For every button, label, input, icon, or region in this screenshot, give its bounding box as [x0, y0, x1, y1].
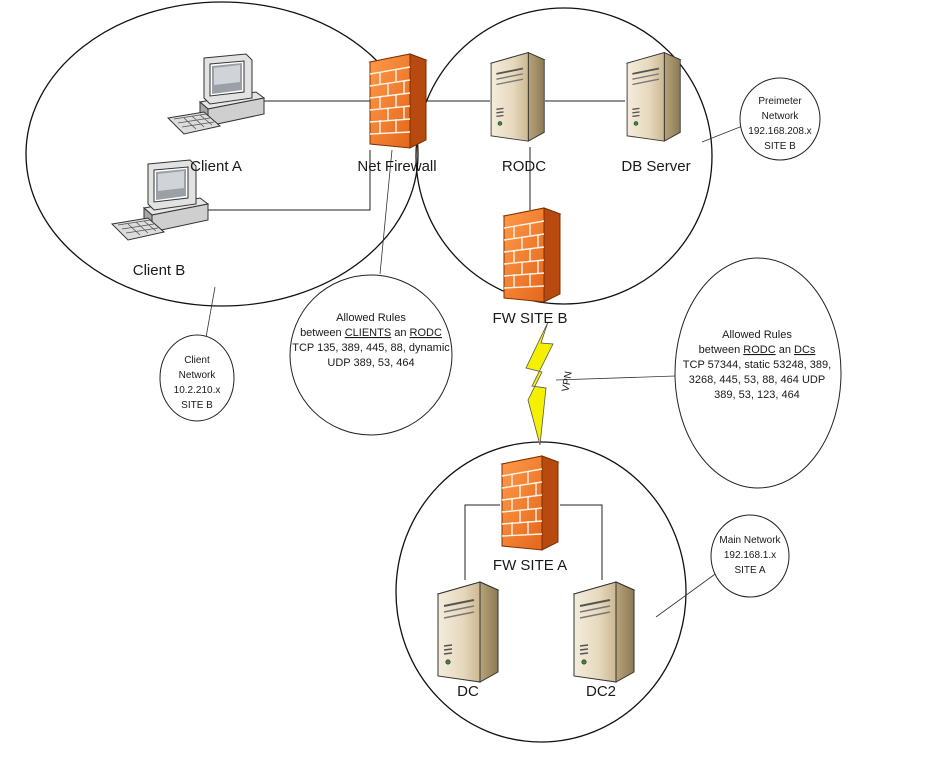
link-clientb-firewall	[208, 150, 371, 211]
client-network-text: Client Network 10.2.210.x SITE B	[174, 355, 221, 411]
main-network-text: Main Network 192.168.1.x SITE A	[719, 535, 781, 576]
dc2-server-icon[interactable]	[573, 581, 635, 683]
perimeter-network-text: Preimeter Network 192.168.208.x SITE B	[748, 96, 811, 152]
perimeter-line-1: Preimeter	[758, 96, 802, 107]
dc-rules-line-3: 389, 53, 123, 464	[714, 389, 800, 401]
dc-rules-line-2: 3268, 445, 53, 88, 464 UDP	[689, 374, 825, 386]
dc-label: DC	[457, 683, 479, 700]
dc2-label: DC2	[586, 683, 616, 700]
perimeter-line-2: Network	[762, 111, 800, 122]
callout-pointers	[204, 124, 746, 618]
vpn-lightning-icon	[525, 321, 554, 446]
main-net-line-3: SITE A	[734, 565, 765, 576]
pointer-clients-rules	[379, 149, 393, 275]
client-zone-circle	[25, 1, 419, 307]
fw-site-b-icon[interactable]	[503, 207, 561, 303]
pointer-main-network	[655, 571, 719, 618]
site-b-zone-circle	[415, 7, 713, 305]
pointer-dc-rules	[555, 375, 676, 381]
perimeter-network-callout	[739, 77, 821, 161]
client-net-line-3: 10.2.210.x	[174, 385, 221, 396]
main-network-callout	[710, 514, 790, 598]
link-fwsitea-dc2	[560, 504, 603, 580]
clients-rules-between: between CLIENTS an RODC	[300, 327, 442, 339]
rodc-label: RODC	[502, 158, 546, 175]
client-a-label: Client A	[190, 158, 242, 175]
dc-server-icon[interactable]	[437, 581, 499, 683]
db-server-icon[interactable]	[626, 51, 682, 143]
connection-lines	[208, 100, 625, 580]
client-net-line-1: Client	[184, 355, 210, 366]
site-a-zone-circle	[395, 441, 687, 743]
net-firewall-icon[interactable]	[369, 53, 427, 149]
dc-rules-title: Allowed Rules	[722, 329, 792, 341]
rodc-server-icon[interactable]	[490, 51, 546, 143]
fw-site-a-icon[interactable]	[501, 455, 559, 551]
client-net-line-4: SITE B	[181, 400, 213, 411]
client-network-callout	[159, 334, 235, 422]
client-net-line-2: Network	[179, 370, 217, 381]
fw-site-a-label: FW SITE A	[493, 557, 567, 574]
pointer-perimeter-network	[701, 124, 746, 143]
link-fwsitea-dc	[464, 504, 500, 580]
fw-site-b-label: FW SITE B	[493, 310, 568, 327]
main-net-line-1: Main Network	[719, 535, 781, 546]
clients-rules-callout	[289, 274, 453, 436]
dc-rules-callout	[674, 257, 842, 489]
vpn-label: VPN	[560, 370, 574, 392]
perimeter-line-4: SITE B	[764, 141, 796, 152]
client-a-workstation-icon[interactable]	[167, 53, 265, 135]
client-b-label: Client B	[133, 262, 186, 279]
net-firewall-label: Net Firewall	[357, 158, 436, 175]
main-net-line-2: 192.168.1.x	[724, 550, 776, 561]
dc-rules-line-1: TCP 57344, static 53248, 389,	[683, 359, 831, 371]
dc-rules-between: between RODC an DCs	[699, 344, 816, 356]
db-server-label: DB Server	[621, 158, 690, 175]
clients-rules-text: Allowed Rules between CLIENTS an RODC TC…	[292, 312, 450, 369]
pointer-client-network	[204, 286, 216, 344]
clients-rules-line-2: UDP 389, 53, 464	[327, 357, 414, 369]
perimeter-line-3: 192.168.208.x	[748, 126, 811, 137]
dc-rules-text: Allowed Rules between RODC an DCs TCP 57…	[683, 329, 831, 401]
clients-rules-title: Allowed Rules	[336, 312, 406, 324]
clients-rules-line-1: TCP 135, 389, 445, 88, dynamic	[292, 342, 450, 354]
